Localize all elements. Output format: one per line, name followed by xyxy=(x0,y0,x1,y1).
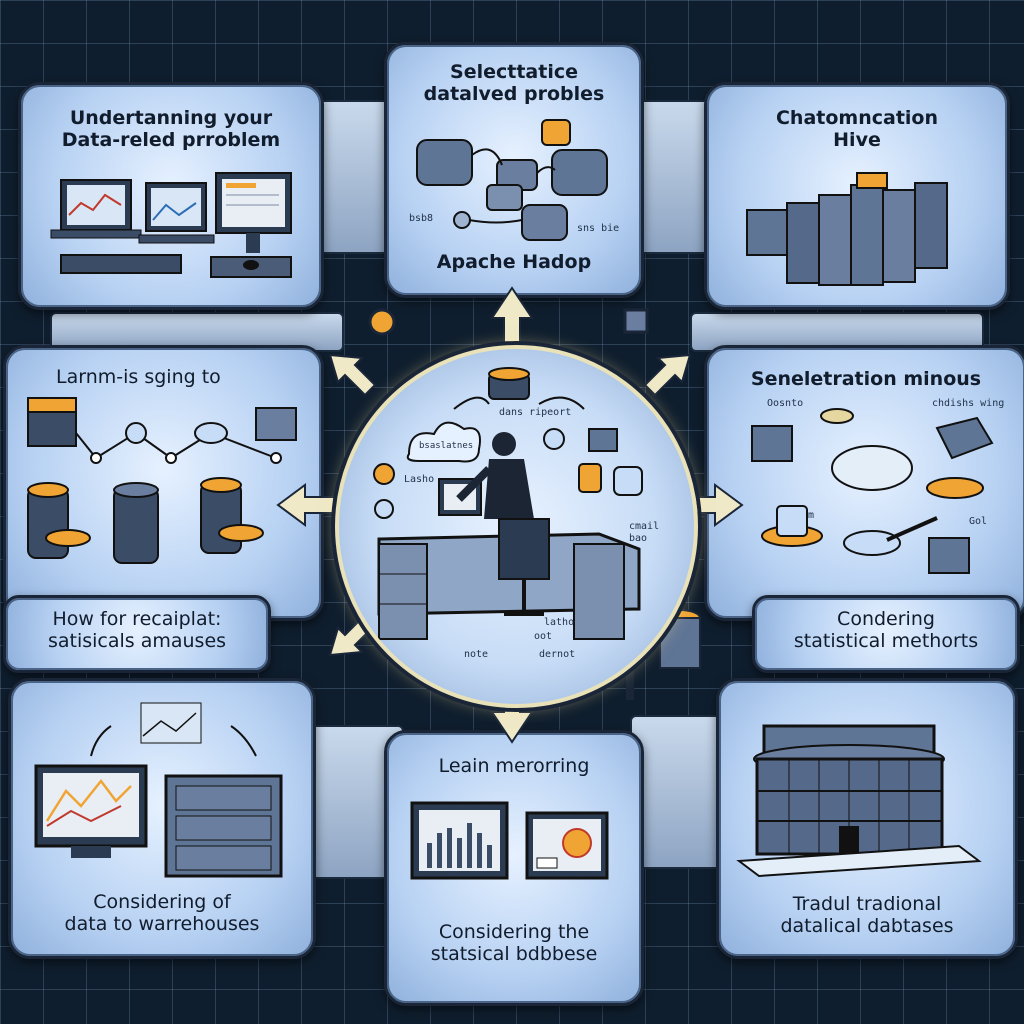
hub-note-top: dans ripeort xyxy=(499,407,572,418)
note-c: Dm xyxy=(802,510,815,521)
panel-title: Tradul tradional datalical dabtases xyxy=(780,893,954,937)
hub-note-bottom4: dernot xyxy=(539,649,576,660)
panel-hive: Chatomncation Hive xyxy=(704,82,1010,310)
note-a: Oosnto xyxy=(767,398,804,409)
panel-title: Chatomncation Hive xyxy=(775,107,938,151)
panel-title: Considering of data to warrehouses xyxy=(64,891,260,935)
panel-footer: How for recaiplat: satisicals amauses xyxy=(47,608,227,652)
panel-select-data-problems: Selecttatice datalved probles bsb8 sns b… xyxy=(384,42,644,298)
panel-understanding-problem: Undertanning your Data-reled prroblem xyxy=(18,82,324,310)
panel-title: Seneletration minous xyxy=(750,368,982,390)
computer-workstations-illustration xyxy=(50,172,292,278)
note-d: Gol xyxy=(969,516,988,527)
analyst-at-desk-illustration xyxy=(373,367,643,640)
processing-tools-illustration xyxy=(751,408,994,574)
database-building-illustration xyxy=(736,724,982,878)
arrow-down-right-icon xyxy=(643,353,692,397)
monitoring-screens-illustration xyxy=(410,801,609,880)
hub-note-left: Lasho xyxy=(404,474,435,485)
database-nodes-illustration xyxy=(27,397,297,564)
central-hub-analyst: bsaslatnes dans ripeort Lasho cmail bao … xyxy=(335,345,698,708)
panel-title: Leain merorring xyxy=(438,755,590,777)
panel-title: Undertanning your Data-reled prroblem xyxy=(61,107,281,151)
connector-node-right xyxy=(623,308,649,334)
panel-footer: Considering the statsical bdbbese xyxy=(430,921,598,965)
hub-note-bottom2: oot xyxy=(534,631,553,642)
hub-note-right2: bao xyxy=(629,533,648,544)
panel-title: Selecttatice datalved probles xyxy=(423,61,605,105)
panel-serialization-methods: Seneletration minous Oosnto chdishs wing… xyxy=(704,345,1024,621)
panel-learn-monitoring: Leain merorring Considering the statsica… xyxy=(384,730,644,1006)
hub-note-right1: cmail xyxy=(629,521,660,532)
arrow-up-icon xyxy=(490,286,534,346)
note-b: chdishs wing xyxy=(932,398,1005,409)
panel-footer: Condering statistical methorts xyxy=(793,608,979,652)
hive-blocks-illustration xyxy=(746,172,948,286)
panel-traditional-databases: Tradul tradional datalical dabtases xyxy=(716,678,1018,959)
panel-statistical-analyses-label: How for recaiplat: satisicals amauses xyxy=(3,595,271,673)
panel-learning: Larnm-is sging to xyxy=(3,345,324,621)
hub-cloud-label: bsaslatnes xyxy=(419,441,474,451)
hub-note-bottom1: latho xyxy=(544,617,575,628)
note-right: sns bie xyxy=(577,223,620,234)
connector-node-left xyxy=(368,308,396,336)
panel-data-warehouses: Considering of data to warrehouses xyxy=(8,678,316,959)
note-left: bsb8 xyxy=(409,213,434,224)
hadoop-nodes-illustration xyxy=(416,119,608,241)
panel-footer: Apache Hadop xyxy=(436,251,592,273)
hub-note-bottom3: note xyxy=(464,649,489,660)
monitor-cabinet-illustration xyxy=(34,702,283,878)
panel-statistical-methods-label: Condering statistical methorts xyxy=(752,595,1020,673)
arrow-left-icon xyxy=(276,483,336,527)
arrow-down-left-icon xyxy=(328,353,377,397)
panel-title: Larnm-is sging to xyxy=(56,366,221,388)
